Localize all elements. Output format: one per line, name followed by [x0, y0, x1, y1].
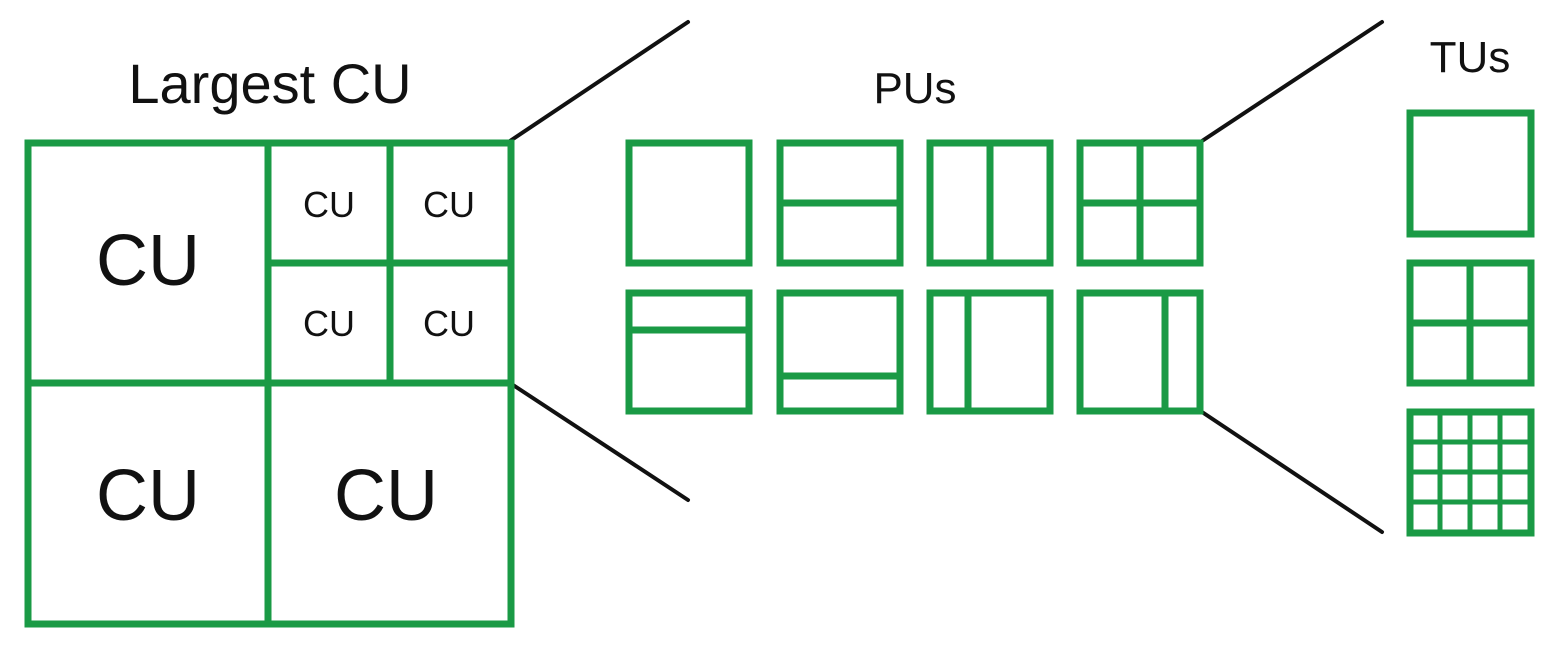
cu-label-small-1: CU — [303, 184, 355, 225]
pu-2NxnU — [625, 289, 753, 415]
cu-label-top-left: CU — [96, 221, 200, 301]
connector-pus-to-tus-top — [1200, 20, 1384, 143]
connector-pus-to-tus-bottom — [1200, 410, 1384, 534]
pu-2NxnD-outline — [776, 289, 904, 415]
cu-label-small-4: CU — [423, 303, 475, 344]
tu-levels — [1406, 109, 1535, 537]
pu-Nx2N — [926, 139, 1054, 267]
pu-nLx2N-outline — [926, 289, 1054, 415]
largest-cu-title: Largest CU — [128, 52, 411, 115]
pu-nLx2N — [926, 289, 1054, 415]
pu-2NxN — [776, 139, 904, 267]
pu-NxN — [1076, 139, 1204, 267]
pu-2NxnU-outline — [625, 289, 753, 415]
pu-partitions — [625, 139, 1204, 415]
connector-cu-to-pus-bottom — [508, 381, 690, 502]
largest-cu-block — [24, 139, 515, 628]
tu-1x1-outline — [1406, 109, 1535, 238]
cu-label-small-3: CU — [303, 303, 355, 344]
pu-2Nx2N-outline — [625, 139, 753, 267]
cu-label-small-2: CU — [423, 184, 475, 225]
tu-1x1 — [1406, 109, 1535, 238]
cu-label-bottom-left: CU — [96, 456, 200, 536]
pu-2Nx2N — [625, 139, 753, 267]
pu-nRx2N-outline — [1076, 289, 1204, 415]
pu-2NxnD — [776, 289, 904, 415]
pu-nRx2N — [1076, 289, 1204, 415]
pus-title: PUs — [873, 64, 956, 113]
tu-4x4-grid — [1410, 412, 1531, 533]
tus-title: TUs — [1430, 33, 1511, 82]
connector-lines — [508, 20, 1384, 534]
tu-2x2 — [1406, 259, 1535, 387]
connector-cu-to-pus-top — [508, 20, 690, 143]
cu-label-bottom-right: CU — [334, 456, 438, 536]
